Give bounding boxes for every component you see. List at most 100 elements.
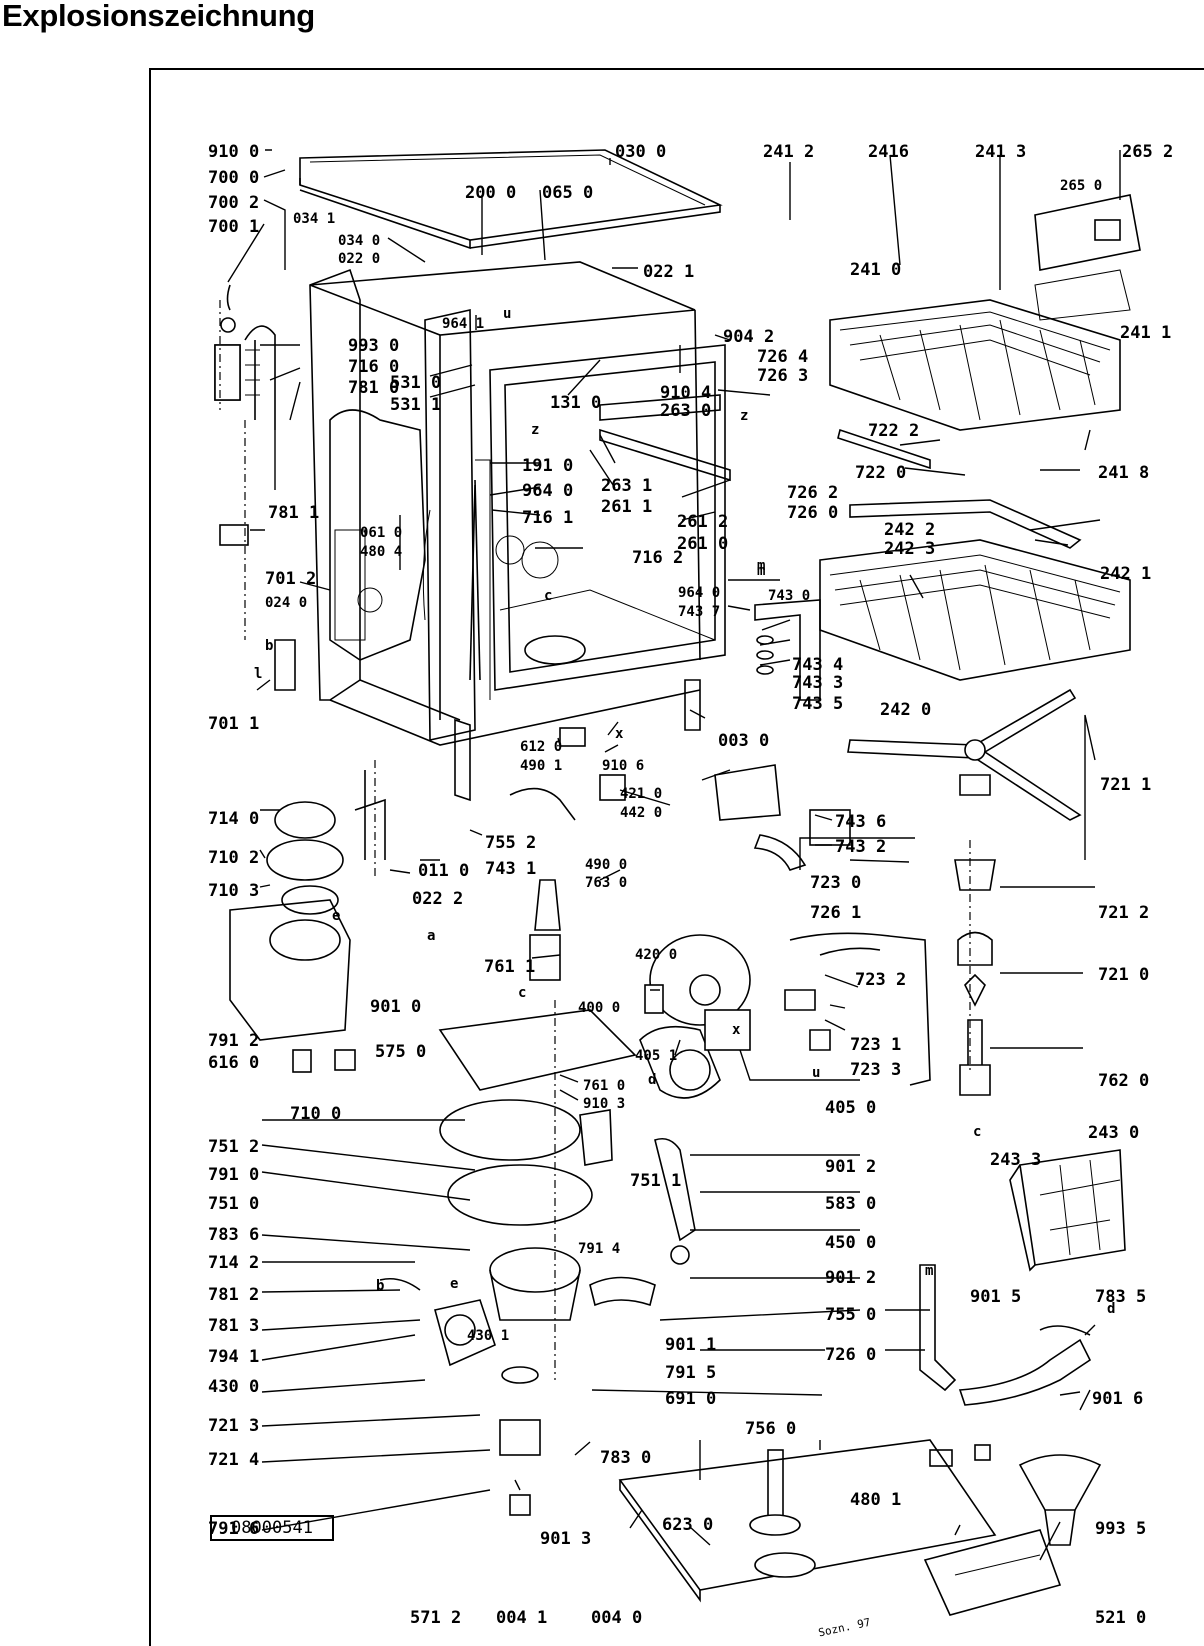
part-label: 442 0 <box>620 805 662 821</box>
part-label: 901 2 <box>825 1157 876 1177</box>
part-label: 743 0 <box>768 588 810 604</box>
part-label: 2416 <box>868 142 909 162</box>
part-label: 726 4 <box>757 347 808 367</box>
part-label: 723 3 <box>850 1060 901 1080</box>
part-label: 710 0 <box>290 1104 341 1124</box>
part-label: 022 1 <box>643 262 694 282</box>
misc-parts <box>509 599 1102 1546</box>
drawing-mark: Sozn. 97 <box>817 1616 872 1640</box>
part-label: 241 3 <box>975 142 1026 162</box>
part-label: 761 0 <box>583 1078 625 1094</box>
part-label: 263 0 <box>660 401 711 421</box>
letter-mark: d <box>1107 1301 1115 1317</box>
part-label: 751 0 <box>208 1194 259 1214</box>
part-label: 751 2 <box>208 1137 259 1157</box>
part-label: 242 0 <box>880 700 931 720</box>
drawing-frame <box>149 68 1204 1646</box>
part-label: 030 0 <box>615 142 666 162</box>
part-label: 480 4 <box>360 544 402 560</box>
letter-mark: c <box>973 1124 981 1140</box>
part-label: 743 6 <box>835 812 886 832</box>
part-label: 781 0 <box>348 378 399 398</box>
letter-mark: m <box>925 1263 933 1279</box>
part-label: 490 0 <box>585 857 627 873</box>
part-label: 421 0 <box>620 786 662 802</box>
part-label: 723 0 <box>810 873 861 893</box>
part-label: 061 0 <box>360 525 402 541</box>
part-label: 726 2 <box>787 483 838 503</box>
part-label: 901 2 <box>825 1268 876 1288</box>
part-label: 964 0 <box>522 481 573 501</box>
part-label: 241 2 <box>763 142 814 162</box>
part-label: 623 0 <box>662 1515 713 1535</box>
part-label: 726 0 <box>825 1345 876 1365</box>
letter-mark: b <box>265 638 273 654</box>
part-label: 400 0 <box>578 1000 620 1016</box>
letter-mark: b <box>376 1278 384 1294</box>
cutlery-basket <box>1009 1149 1126 1272</box>
part-label: 004 1 <box>496 1608 547 1628</box>
part-label: 575 0 <box>375 1042 426 1062</box>
part-label: 261 1 <box>601 497 652 517</box>
part-label: 755 0 <box>825 1305 876 1325</box>
part-label: 755 2 <box>485 833 536 853</box>
part-label: 721 4 <box>208 1450 259 1470</box>
letter-mark: e <box>332 908 340 924</box>
bottom-base <box>618 1439 1062 1616</box>
part-label: 722 0 <box>855 463 906 483</box>
part-label: 791 6 <box>208 1519 259 1539</box>
letter-mark: a <box>427 928 435 944</box>
spray-arm-lower <box>847 688 1082 1096</box>
part-label: 721 3 <box>208 1416 259 1436</box>
part-label: 762 0 <box>1098 1071 1149 1091</box>
part-label: 993 5 <box>1095 1519 1146 1539</box>
part-label: 901 5 <box>970 1287 1021 1307</box>
letter-mark: x <box>732 1022 741 1038</box>
part-label: 714 0 <box>208 809 259 829</box>
dosing-assembly <box>214 284 296 691</box>
filter-sump <box>438 879 637 1321</box>
part-label: 716 1 <box>522 508 573 528</box>
letter-mark: u <box>812 1065 820 1081</box>
part-label: 022 0 <box>338 251 380 267</box>
part-label: 450 0 <box>825 1233 876 1253</box>
part-label: 480 1 <box>850 1490 901 1510</box>
part-label: 783 6 <box>208 1225 259 1245</box>
part-label: 430 1 <box>467 1328 509 1344</box>
part-label: 420 0 <box>635 947 677 963</box>
part-label: 011 0 <box>418 861 469 881</box>
part-label: 430 0 <box>208 1377 259 1397</box>
lower-basket <box>819 539 1131 681</box>
part-label: 781 1 <box>268 503 319 523</box>
letter-mark: e <box>450 1276 458 1292</box>
part-label: 791 2 <box>208 1031 259 1051</box>
part-label: 794 1 <box>208 1347 259 1367</box>
part-label: 131 0 <box>550 393 601 413</box>
part-label: 783 5 <box>1095 1287 1146 1307</box>
part-label: 531 1 <box>390 395 441 415</box>
part-label: 964 1 <box>442 316 484 332</box>
part-label: 743 7 <box>678 604 720 620</box>
part-label: 723 2 <box>855 970 906 990</box>
part-label: 700 1 <box>208 217 259 237</box>
letter-mark: z <box>531 422 539 438</box>
letter-mark: l <box>254 666 262 682</box>
part-label: 571 2 <box>410 1608 461 1628</box>
part-label: 791 4 <box>578 1241 620 1257</box>
part-label: 763 0 <box>585 875 627 891</box>
part-label: 726 0 <box>787 503 838 523</box>
letter-marks: u z c x m e a b d z m u c x c d e b l m <box>254 306 1115 1317</box>
part-label: 242 3 <box>884 539 935 559</box>
part-label: 265 2 <box>1122 142 1173 162</box>
drain-pump <box>379 1276 656 1516</box>
part-label: 761 1 <box>484 957 535 977</box>
part-label: 726 3 <box>757 366 808 386</box>
part-label: 405 1 <box>635 1048 677 1064</box>
part-label: 612 0 <box>520 739 562 755</box>
part-label: 910 6 <box>602 758 644 774</box>
part-label: 743 4 <box>792 655 843 675</box>
part-label: 993 0 <box>348 336 399 356</box>
part-label: 024 0 <box>265 595 307 611</box>
leader-lines <box>227 149 1121 1561</box>
